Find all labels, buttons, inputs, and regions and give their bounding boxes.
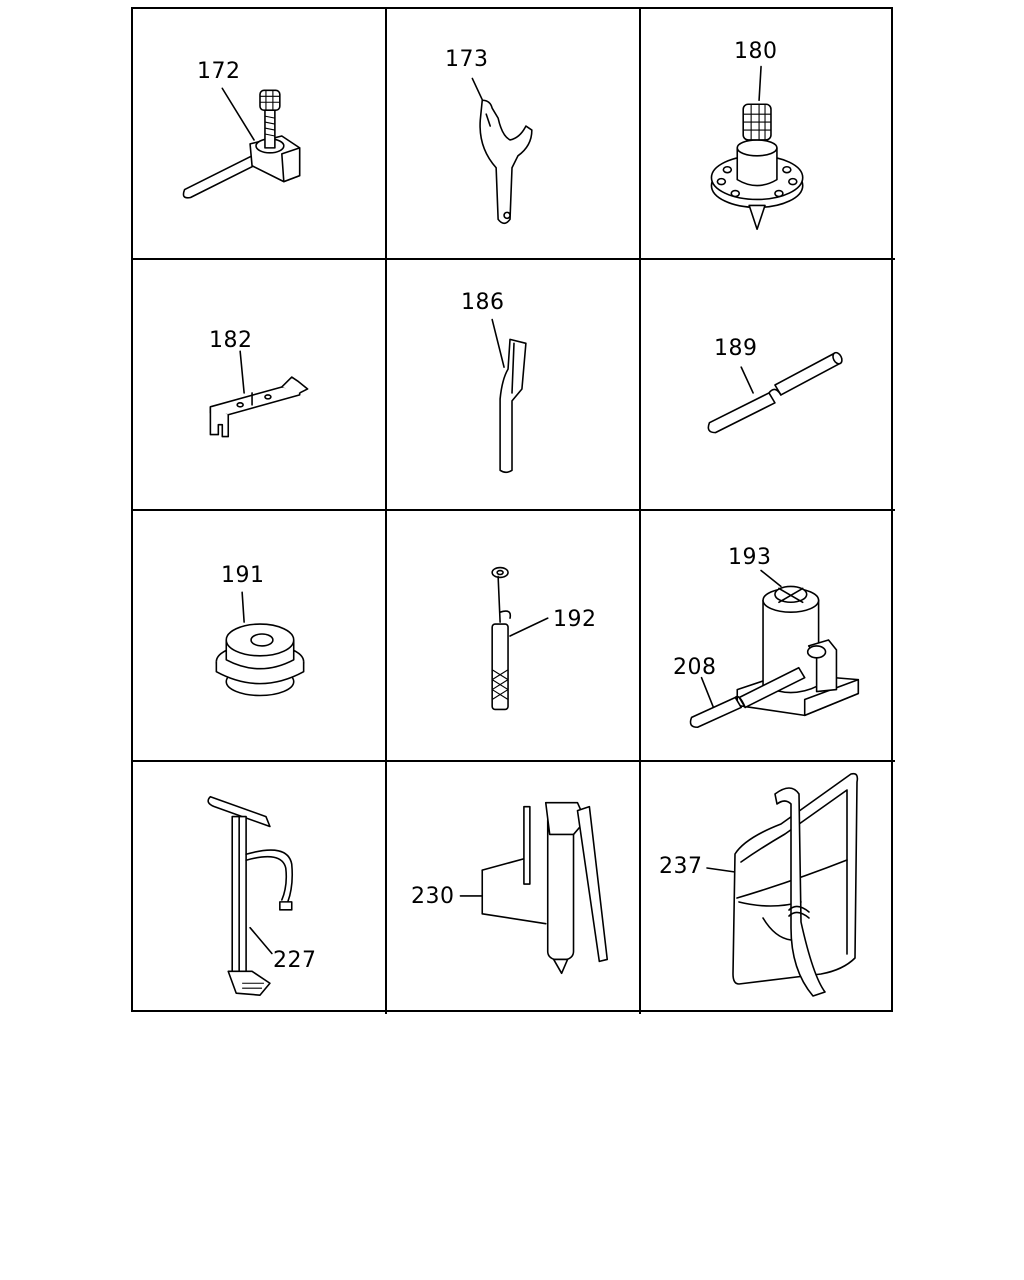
part-number-182: 182	[209, 328, 253, 353]
part-number-173: 173	[445, 47, 489, 72]
installer-disc-icon	[215, 591, 305, 697]
bracket-tool-icon	[209, 350, 309, 438]
grease-gun-icon	[459, 801, 609, 975]
hook-spanner-icon	[471, 77, 533, 225]
part-number-227: 227	[273, 948, 317, 973]
special-wrench-with-knurled-screw-icon	[182, 87, 301, 199]
part-number-186: 186	[461, 290, 505, 315]
flat-pry-tool-icon	[491, 318, 527, 474]
cell-part-192: 192	[387, 511, 641, 762]
air-pump-icon	[207, 795, 294, 996]
cell-part-237: 237	[641, 762, 895, 1014]
cell-part-172: 172	[133, 9, 387, 260]
rod-icon	[707, 351, 843, 434]
parts-diagram-grid: 172 173	[131, 7, 895, 1014]
part-number-180: 180	[734, 39, 778, 64]
part-number-193: 193	[728, 545, 772, 570]
cell-part-189: 189	[641, 260, 895, 511]
part-number-189: 189	[714, 336, 758, 361]
cell-part-230: 230	[387, 762, 641, 1014]
cell-part-191: 191	[133, 511, 387, 762]
probe-tool-icon	[491, 566, 549, 711]
part-number-192: 192	[553, 607, 597, 632]
part-number-172: 172	[197, 59, 241, 84]
part-number-191: 191	[221, 563, 265, 588]
cell-part-180: 180	[641, 9, 895, 260]
cell-part-193-208: 193 208	[641, 511, 895, 762]
cell-part-182: 182	[133, 260, 387, 511]
cell-part-173: 173	[387, 9, 641, 260]
cell-part-186: 186	[387, 260, 641, 511]
part-number-237: 237	[659, 854, 703, 879]
cell-part-227: 227	[133, 762, 387, 1014]
part-number-230: 230	[411, 884, 455, 909]
part-number-208: 208	[673, 655, 717, 680]
tool-bag-icon	[706, 772, 859, 997]
flanged-puller-with-knurled-knob-icon	[710, 65, 804, 231]
